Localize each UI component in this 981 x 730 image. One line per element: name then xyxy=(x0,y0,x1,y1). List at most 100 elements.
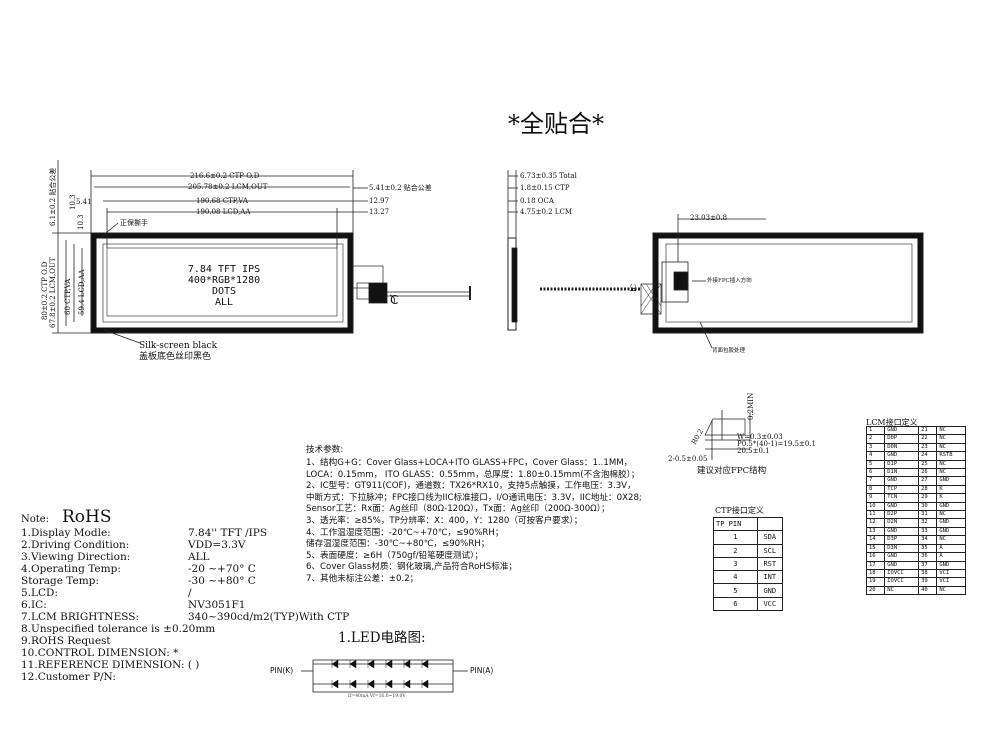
dim-right-13: 13.27 xyxy=(369,208,390,216)
tech-line: 5、表面硬度：≥6H（750gf/铅笔硬度测试）； xyxy=(306,550,483,561)
table-cell: 29 xyxy=(918,493,938,503)
side-lcm: 4.75±0.2 LCM xyxy=(520,208,572,216)
table-cell: 24 xyxy=(918,451,938,461)
table-cell: NC xyxy=(936,459,966,470)
dim-tolerance-right: 5.41±0.2 贴合公差 xyxy=(369,184,432,192)
table-cell: 10 xyxy=(865,501,886,512)
table-cell: SCL xyxy=(756,543,784,558)
table-cell: D2N xyxy=(884,518,920,528)
table-cell: 13 xyxy=(865,526,886,537)
table-cell: 37 xyxy=(918,560,938,570)
tech-line: 6、Cover Glass材质：钢化玻璃,产品符合RoHS标准； xyxy=(306,562,518,573)
tech-line: 3、透光率：≥85%，TP分辨率：X：400，Y：1280（可按客户要求）； xyxy=(306,516,583,526)
dim-v-ctp-va: 60 CTP,VA xyxy=(64,278,72,315)
dim-ctp-od: 216.6±0.2 CTP O.D xyxy=(190,172,260,180)
page-title: *全贴合* xyxy=(508,110,604,138)
table-cell: 9 xyxy=(865,493,886,503)
table-cell: GND xyxy=(936,526,966,537)
table-cell: NC xyxy=(936,535,966,545)
spec-label: 11.REFERENCE DIMENSION: ( ) xyxy=(21,659,200,671)
note-label: Note: xyxy=(21,514,50,525)
table-cell: 34 xyxy=(918,535,938,545)
table-cell: 21 xyxy=(918,425,938,436)
table-cell: TCN xyxy=(884,493,920,503)
tech-line: LOCA：0.15mm， ITO GLASS：0.55mm，总厚度：1.80±0… xyxy=(306,469,640,480)
table-cell: D1N xyxy=(884,468,920,478)
dim-v-lcm-out: 67.8±0.2 LCM,OUT xyxy=(49,257,57,328)
table-cell: D0N xyxy=(884,442,920,453)
led-diode xyxy=(385,659,393,669)
spec-label: 9.ROHS Request xyxy=(21,635,111,647)
led-diode xyxy=(367,679,375,689)
fpc-tail-label: C xyxy=(390,293,399,307)
table-cell: 1 xyxy=(865,425,886,436)
fpc-dim-hole: 2-0.5±0.05 xyxy=(668,455,708,463)
table-cell: 20 xyxy=(865,585,886,596)
table-cell: NC xyxy=(936,425,966,436)
table-cell: 35 xyxy=(918,543,938,554)
fpc-dim-pitch: P0.5*(40-1)=19.5±0.1 xyxy=(737,440,816,448)
dim-v-ctp-od: 80±0.2 CTP O.D xyxy=(41,261,49,320)
display-resolution: 400*RGB*1280 DOTS xyxy=(187,275,261,297)
table-cell: 15 xyxy=(865,543,886,554)
spec-label: 4.Operating Temp: xyxy=(21,563,121,575)
table-cell: 3 xyxy=(865,442,886,453)
led-pin-a: PIN(A) xyxy=(470,666,494,675)
display-center-text: 7.84 TFT IPS 400*RGB*1280 DOTS ALL xyxy=(182,264,266,308)
tech-title: 技术参数: xyxy=(306,445,344,455)
table-cell: 2 xyxy=(713,543,758,558)
table-cell: 38 xyxy=(918,568,938,579)
fpc-dim-min: 0.2MIN xyxy=(747,392,755,420)
table-cell: D3N xyxy=(884,543,920,554)
table-cell: INT xyxy=(756,570,784,585)
table-cell: 14 xyxy=(865,535,886,545)
back-ic-label: IC xyxy=(630,283,638,292)
dim-left-10b: 10.3 xyxy=(77,214,85,230)
dim-tolerance-left: 6.1±0.2 贴合公差 xyxy=(49,167,57,226)
table-cell: GND xyxy=(936,560,966,570)
dim-right-12: 12.97 xyxy=(369,197,390,205)
dim-left-5: 5.41 xyxy=(76,198,92,206)
table-cell: IOVCC xyxy=(884,577,920,587)
table-cell: 11 xyxy=(865,510,886,520)
table-cell: VCI xyxy=(936,568,966,579)
table-cell: D0P xyxy=(884,434,920,444)
table-cell: 5 xyxy=(713,583,758,598)
table-cell: RST xyxy=(756,556,784,572)
side-ctp: 1.8±0.15 CTP xyxy=(520,184,570,192)
table-cell: 18 xyxy=(865,568,886,579)
spec-value: 340~390cd/m2(TYP)With CTP xyxy=(188,611,350,623)
back-dim: 23.03±0.8 xyxy=(690,214,728,222)
table-cell: D2P xyxy=(884,510,920,520)
fpc-direction-note: 外接FPC插入方向 xyxy=(707,278,752,284)
spec-value: ALL xyxy=(188,551,210,563)
spec-label: 10.CONTROL DIMENSION: * xyxy=(21,647,179,659)
side-oca: 0.18 OCA xyxy=(520,197,554,205)
spec-value: -30 ~+80° C xyxy=(188,575,256,587)
table-cell: K xyxy=(936,484,966,495)
table-cell: VCC xyxy=(756,596,784,612)
table-cell: 6 xyxy=(713,596,758,612)
table-cell: TCP xyxy=(884,484,920,495)
led-diode xyxy=(349,659,357,669)
dim-lcm-out: 205.78±0.2 LCM,OUT xyxy=(188,183,268,191)
silk-border xyxy=(91,233,353,333)
led-diode xyxy=(349,679,357,689)
table-cell: GND xyxy=(936,501,966,512)
spec-label: 5.LCD: xyxy=(21,587,58,599)
table-cell: 31 xyxy=(918,510,938,520)
